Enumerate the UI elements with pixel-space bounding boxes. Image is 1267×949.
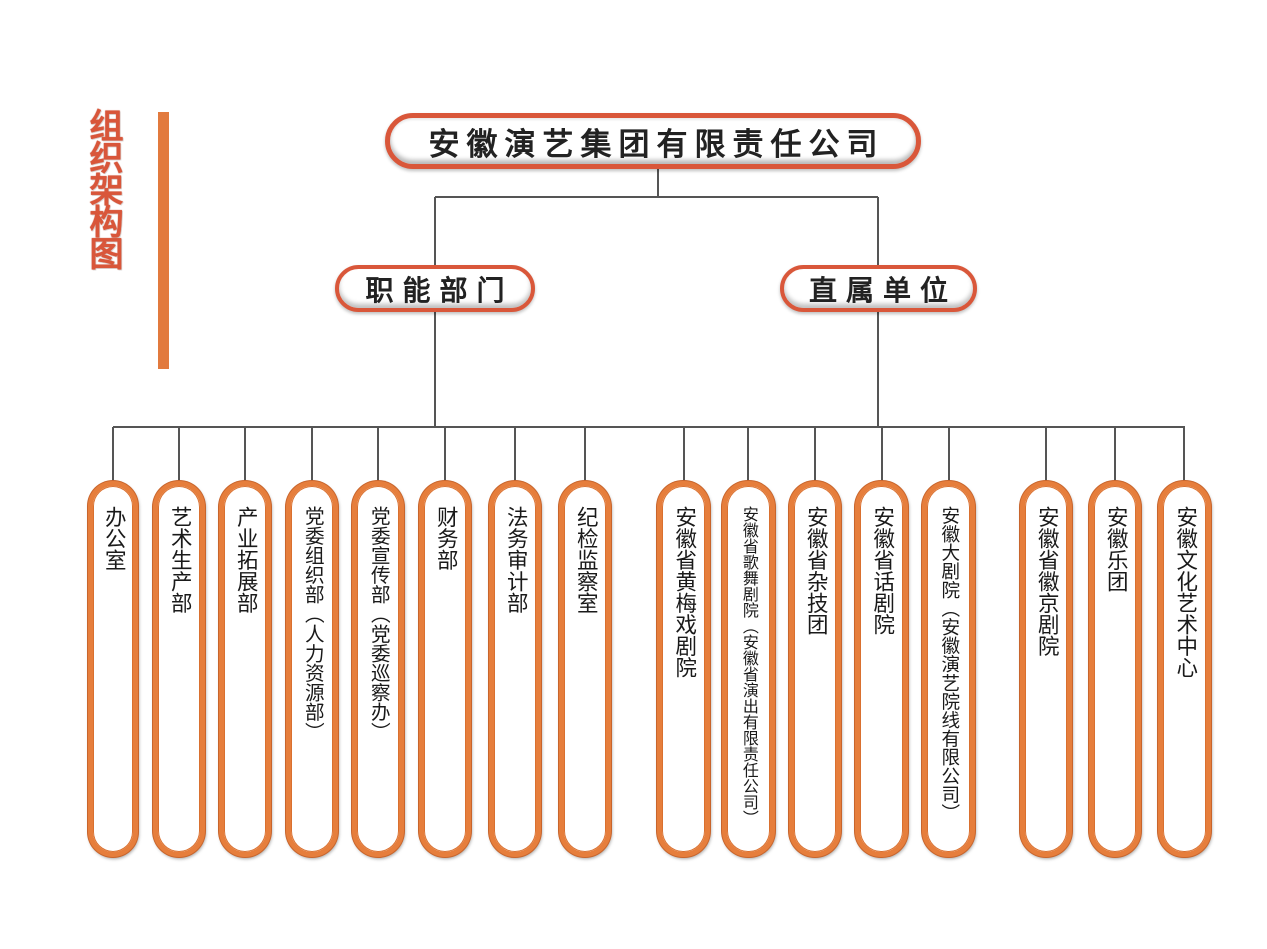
unit-label: 产业拓展部 (233, 506, 259, 614)
unit-label: 安徽大剧院（安徽演艺院线有限公司） (938, 506, 960, 823)
branch-functional-departments: 职能部门 (335, 265, 535, 312)
unit-acrobatic-troupe: 安徽省杂技团 (789, 481, 841, 857)
unit-label: 财务部 (433, 506, 459, 571)
unit-label: 艺术生产部 (167, 506, 193, 614)
unit-culture-art-center: 安徽文化艺术中心 (1158, 481, 1211, 857)
unit-label: 办公室 (101, 506, 127, 571)
root-node: 安徽演艺集团有限责任公司 (385, 113, 921, 169)
unit-grand-theatre: 安徽大剧院（安徽演艺院线有限公司） (922, 481, 975, 857)
unit-huangmei-opera-theatre: 安徽省黄梅戏剧院 (657, 481, 710, 857)
unit-label: 纪检监察室 (573, 506, 599, 614)
unit-label: 法务审计部 (503, 506, 529, 614)
unit-label: 党委宣传部（党委巡察办） (367, 506, 391, 742)
dept-legal-audit: 法务审计部 (489, 481, 541, 857)
dept-art-production: 艺术生产部 (153, 481, 205, 857)
unit-drama-theatre: 安徽省话剧院 (855, 481, 908, 857)
unit-label: 安徽省歌舞剧院（安徽省演出有限责任公司） (739, 506, 759, 826)
unit-label: 安徽省话剧院 (869, 506, 895, 635)
unit-philharmonic-orchestra: 安徽乐团 (1089, 481, 1141, 857)
dept-discipline-inspection: 纪检监察室 (559, 481, 611, 857)
dept-party-organization: 党委组织部（人力资源部） (286, 481, 338, 857)
title-accent-bar (158, 112, 169, 369)
unit-label: 安徽文化艺术中心 (1172, 506, 1198, 678)
chart-title: 组织架构图 (83, 108, 123, 268)
branch-label: 职能部门 (365, 273, 514, 307)
dept-office: 办公室 (88, 481, 138, 857)
unit-song-dance-theatre: 安徽省歌舞剧院（安徽省演出有限责任公司） (722, 481, 775, 857)
unit-label: 安徽省黄梅戏剧院 (671, 506, 697, 678)
unit-label: 安徽乐团 (1103, 506, 1129, 592)
dept-party-publicity: 党委宣传部（党委巡察办） (352, 481, 404, 857)
branch-label: 直属单位 (808, 273, 957, 307)
unit-hui-peking-opera-theatre: 安徽省徽京剧院 (1020, 481, 1072, 857)
root-node-label: 安徽演艺集团有限责任公司 (428, 126, 885, 163)
unit-label: 安徽省杂技团 (803, 506, 829, 635)
branch-affiliated-units: 直属单位 (780, 265, 977, 312)
unit-label: 安徽省徽京剧院 (1034, 506, 1060, 657)
dept-industry-development: 产业拓展部 (219, 481, 271, 857)
dept-finance: 财务部 (419, 481, 471, 857)
unit-label: 党委组织部（人力资源部） (301, 506, 325, 742)
